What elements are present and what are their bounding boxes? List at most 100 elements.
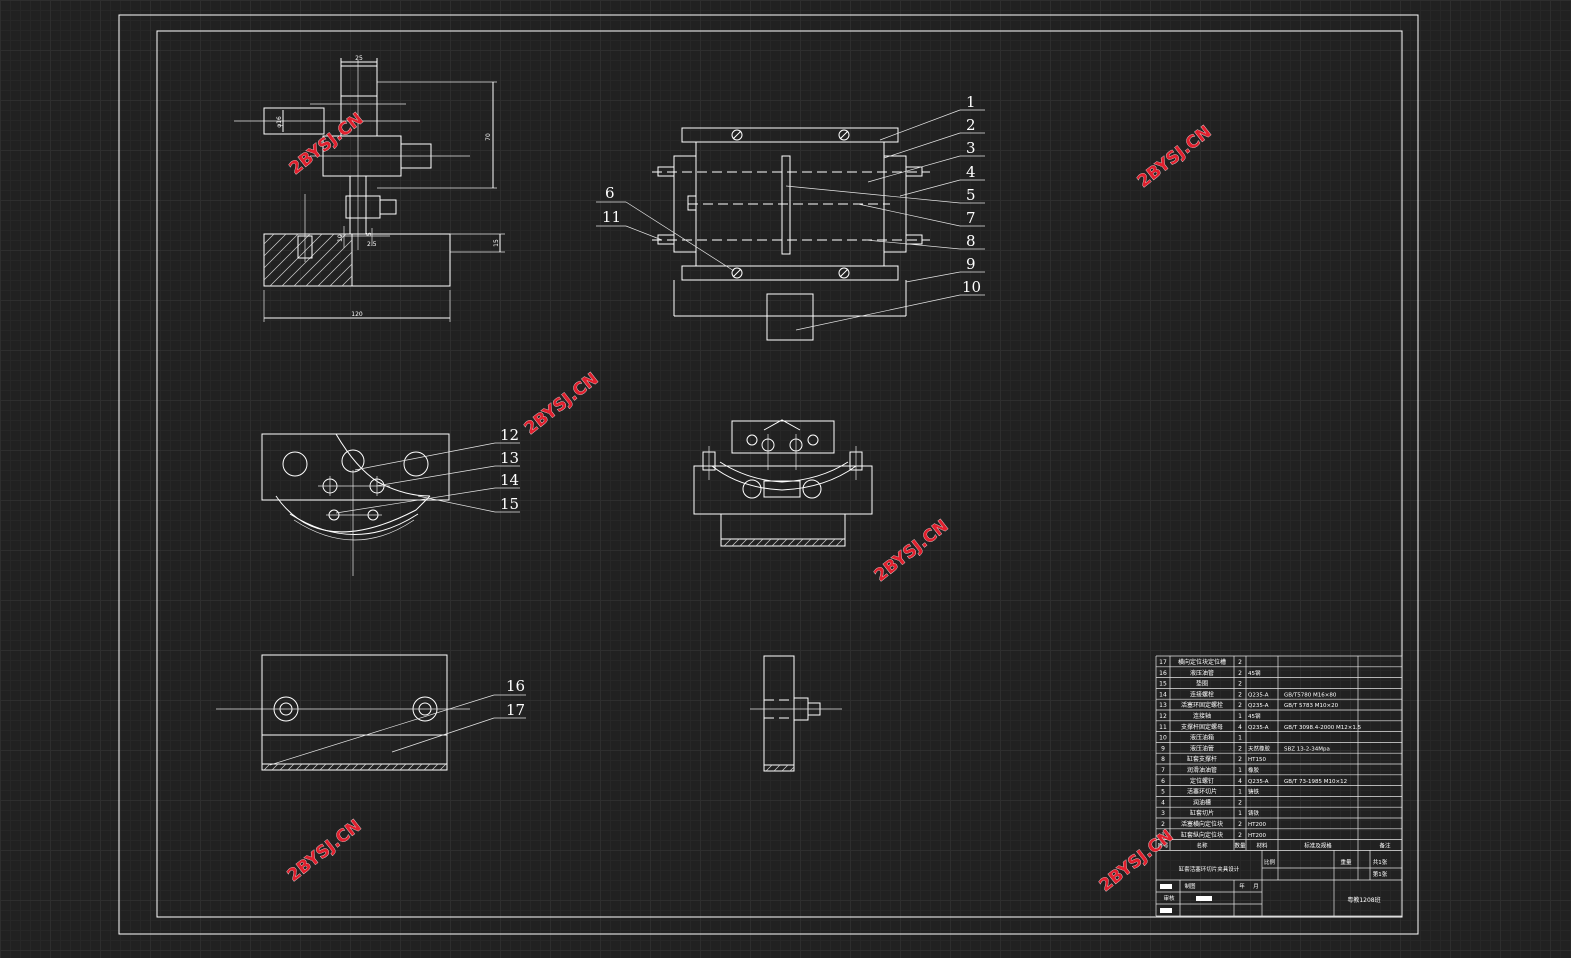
dim-side: 70	[485, 133, 492, 141]
tb-checker: 审核	[1163, 894, 1175, 902]
view-side-section: 25 70 φ16 10 5 2.5 120 15	[234, 55, 505, 322]
bom-row-no: 17	[1159, 659, 1167, 666]
bom-row-qty: 2	[1238, 659, 1242, 666]
watermark-4: 2BYSJ.CN	[871, 516, 953, 586]
bom-row-no: 9	[1161, 745, 1165, 752]
bom-row-qty: 2	[1238, 821, 1242, 828]
bom-row-qty: 2	[1238, 681, 1242, 688]
bom-row-qty: 1	[1238, 810, 1242, 817]
watermark-3: 2BYSJ.CN	[521, 369, 603, 439]
view-front-clamp	[693, 419, 873, 547]
bom-row-qty: 2	[1238, 799, 1242, 806]
bom-row-no: 2	[1161, 821, 1165, 828]
bom-row-name: 活塞环切片	[1187, 788, 1217, 796]
bom-row-name: 连接轴	[1193, 712, 1211, 720]
bom-header-no: 序号	[1157, 842, 1169, 850]
bom-row-no: 14	[1159, 691, 1167, 698]
bom-row-name: 活塞横向定位块	[1181, 820, 1223, 828]
bom-row-name: 垫圈	[1196, 680, 1208, 688]
dim-base: 120	[351, 311, 363, 318]
balloon-1: 1	[966, 93, 976, 111]
bom-row-name: 液压油管	[1190, 669, 1214, 677]
view-arc-clamp	[261, 433, 520, 576]
balloon-3: 3	[966, 139, 976, 157]
bom-row-qty: 4	[1238, 778, 1242, 785]
bom-row-material: HT150	[1248, 757, 1266, 763]
bom-row-standard: GB/T 5783 M10×20	[1284, 703, 1339, 709]
bom-row-qty: 2	[1238, 745, 1242, 752]
balloon-leaders-main	[596, 109, 985, 331]
bom-header-name: 名称	[1196, 842, 1208, 850]
bom-row-qty: 2	[1238, 691, 1242, 698]
tb-month: 月	[1253, 883, 1259, 890]
bom-row-material: Q235-A	[1248, 692, 1269, 698]
redacted-block	[1196, 896, 1212, 901]
bom-row-standard: GB/T5780 M16×80	[1284, 692, 1337, 698]
balloon-2: 2	[966, 116, 976, 134]
tb-drawing-no: 粤教1208班	[1347, 896, 1380, 904]
bom-row-no: 15	[1159, 681, 1167, 688]
bom-row-no: 12	[1159, 713, 1167, 720]
balloon-13: 13	[500, 449, 519, 467]
bom-row-material: 45钢	[1248, 669, 1261, 677]
view-main-plan	[652, 127, 930, 341]
view-bottom-plate	[216, 654, 526, 771]
view-small-side	[750, 655, 842, 772]
watermark-1: 2BYSJ.CN	[286, 109, 368, 179]
bom-row-qty: 1	[1238, 767, 1242, 774]
bom-row-name: 连接螺栓	[1190, 690, 1214, 698]
bom-row-no: 10	[1159, 735, 1167, 742]
bom-row-material: 铸铁	[1248, 788, 1260, 796]
bom-row-no: 3	[1161, 810, 1165, 817]
bom-row-material: Q235-A	[1248, 703, 1269, 709]
redacted-block	[1160, 908, 1172, 913]
tb-weight: 重量	[1340, 858, 1352, 866]
tb-year: 年	[1239, 882, 1245, 890]
bom-row-qty: 1	[1238, 735, 1242, 742]
bom-header-note: 备注	[1379, 842, 1391, 850]
balloon-6: 7	[966, 209, 976, 227]
bom-row-no: 4	[1161, 799, 1165, 806]
bom-row-qty: 4	[1238, 724, 1242, 731]
bom-row-no: 6	[1161, 778, 1165, 785]
dim-b: 5	[366, 232, 373, 236]
bom-row-name: 缸套切片	[1190, 809, 1214, 817]
bom-header-material: 材料	[1256, 842, 1268, 850]
bom-row-material: 45钢	[1248, 712, 1261, 720]
dim-dia: φ16	[276, 116, 283, 128]
tb-sheet1: 共1张	[1373, 858, 1388, 866]
bom-row-material: Q235-A	[1248, 725, 1269, 731]
bom-row-name: 横向定位块定位槽	[1178, 658, 1226, 666]
bom-row-name: 定位螺钉	[1190, 777, 1214, 785]
bom-row-qty: 1	[1238, 789, 1242, 796]
balloon-8: 8	[966, 232, 976, 250]
balloon-16: 16	[506, 677, 525, 695]
bom-row-name: 支撑杆固定螺母	[1181, 723, 1223, 731]
bom-row-standard: GB/T 73-1985 M10×12	[1284, 779, 1347, 785]
bom-row-standard: SBZ 13-2-34Mpa	[1284, 746, 1330, 752]
tb-designer: 制图	[1184, 882, 1196, 890]
bom-row-material: 橡胶	[1248, 766, 1260, 774]
dim-c: 2.5	[367, 241, 377, 248]
bom-row-no: 8	[1161, 756, 1165, 763]
bom-row-qty: 1	[1238, 713, 1242, 720]
balloon-14: 14	[500, 471, 519, 489]
balloon-12: 12	[500, 426, 519, 444]
bom-header-standard: 标准及规格	[1304, 842, 1332, 850]
bom-row-material: 天然橡胶	[1248, 744, 1271, 752]
dim-a: 10	[337, 234, 344, 242]
bom-row-no: 5	[1161, 789, 1165, 796]
watermark-2: 2BYSJ.CN	[1134, 122, 1216, 192]
bom-row-name: 液压油管	[1190, 744, 1214, 752]
tb-scale: 比例	[1264, 858, 1276, 866]
balloon-9: 9	[966, 255, 976, 273]
bom-row-name: 缸套纵向定位块	[1181, 831, 1223, 839]
bom-row-name: 润油槽	[1193, 798, 1211, 806]
bom-row-no: 7	[1161, 767, 1165, 774]
bom-row-material: 铸铁	[1248, 809, 1260, 817]
outer-frame	[118, 14, 1419, 935]
balloon-15: 15	[500, 495, 519, 513]
bom-row-no: 13	[1159, 702, 1167, 709]
redacted-block	[1160, 884, 1172, 889]
